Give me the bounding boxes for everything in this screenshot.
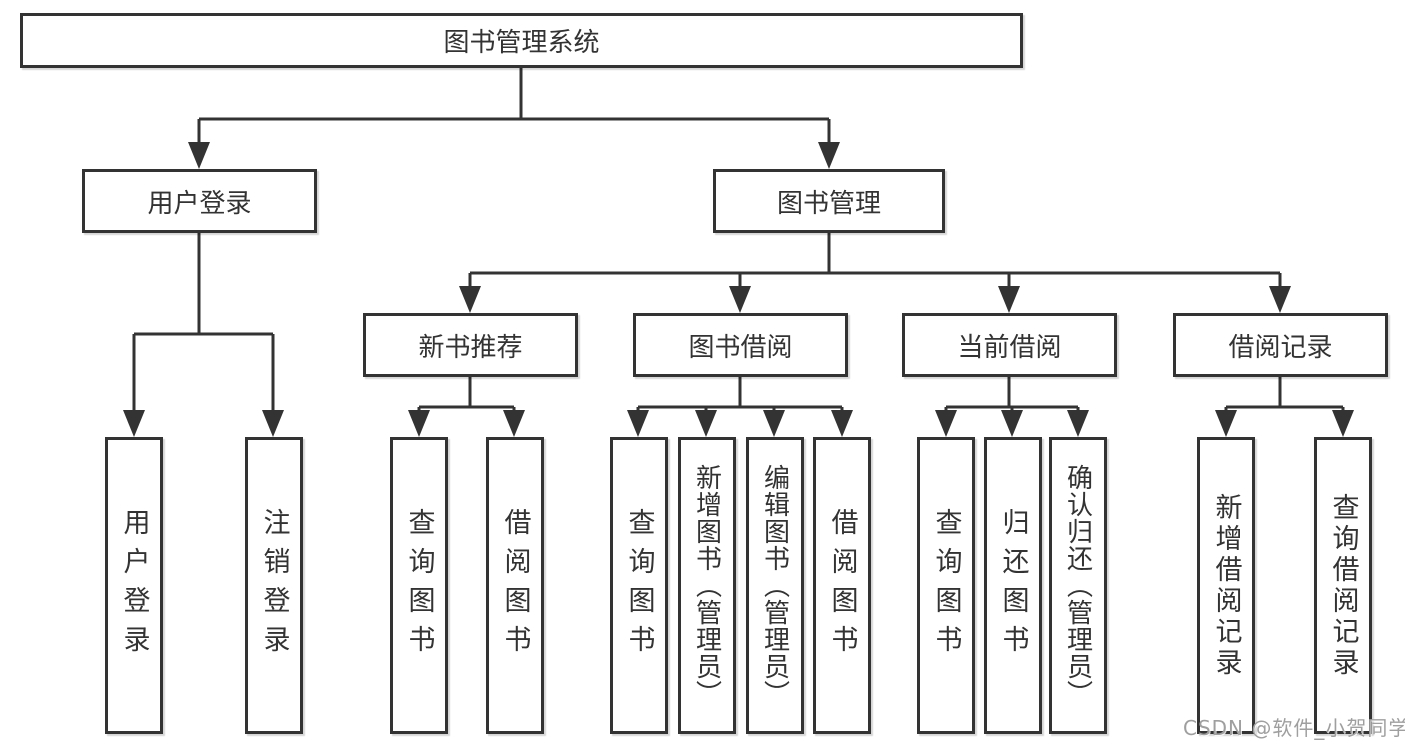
leaf-borrow-books-recommend: 借阅图书 (486, 437, 544, 734)
leaf-query-books-current: 查询图书 (917, 437, 975, 734)
leaf-query-books-borrowing: 查询图书 (610, 437, 668, 734)
node-book-borrowing: 图书借阅 (633, 313, 848, 377)
watermark-text: CSDN @软件_小贺同学 (1183, 716, 1405, 740)
node-book-management: 图书管理 (713, 169, 945, 233)
node-current-borrowing: 当前借阅 (902, 313, 1117, 377)
leaf-edit-book-admin: 编辑图书（管理员） (746, 437, 804, 734)
leaf-borrow-books-borrowing: 借阅图书 (813, 437, 871, 734)
arrowheads (123, 142, 1354, 437)
leaf-user-login: 用户登录 (105, 437, 163, 734)
leaf-add-book-admin: 新增图书（管理员） (678, 437, 736, 734)
leaf-query-books-recommend: 查询图书 (390, 437, 448, 734)
leaf-return-book: 归还图书 (984, 437, 1042, 734)
leaf-add-borrow-record: 新增借阅记录 (1197, 437, 1255, 734)
node-new-book-recommendation: 新书推荐 (363, 313, 578, 377)
leaf-query-borrow-record: 查询借阅记录 (1314, 437, 1372, 734)
node-borrowing-records: 借阅记录 (1173, 313, 1388, 377)
leaf-logout: 注销登录 (245, 437, 303, 734)
leaf-confirm-return-admin: 确认归还（管理员） (1049, 437, 1107, 734)
node-user-login: 用户登录 (82, 169, 317, 233)
node-library-management-system: 图书管理系统 (20, 13, 1023, 68)
